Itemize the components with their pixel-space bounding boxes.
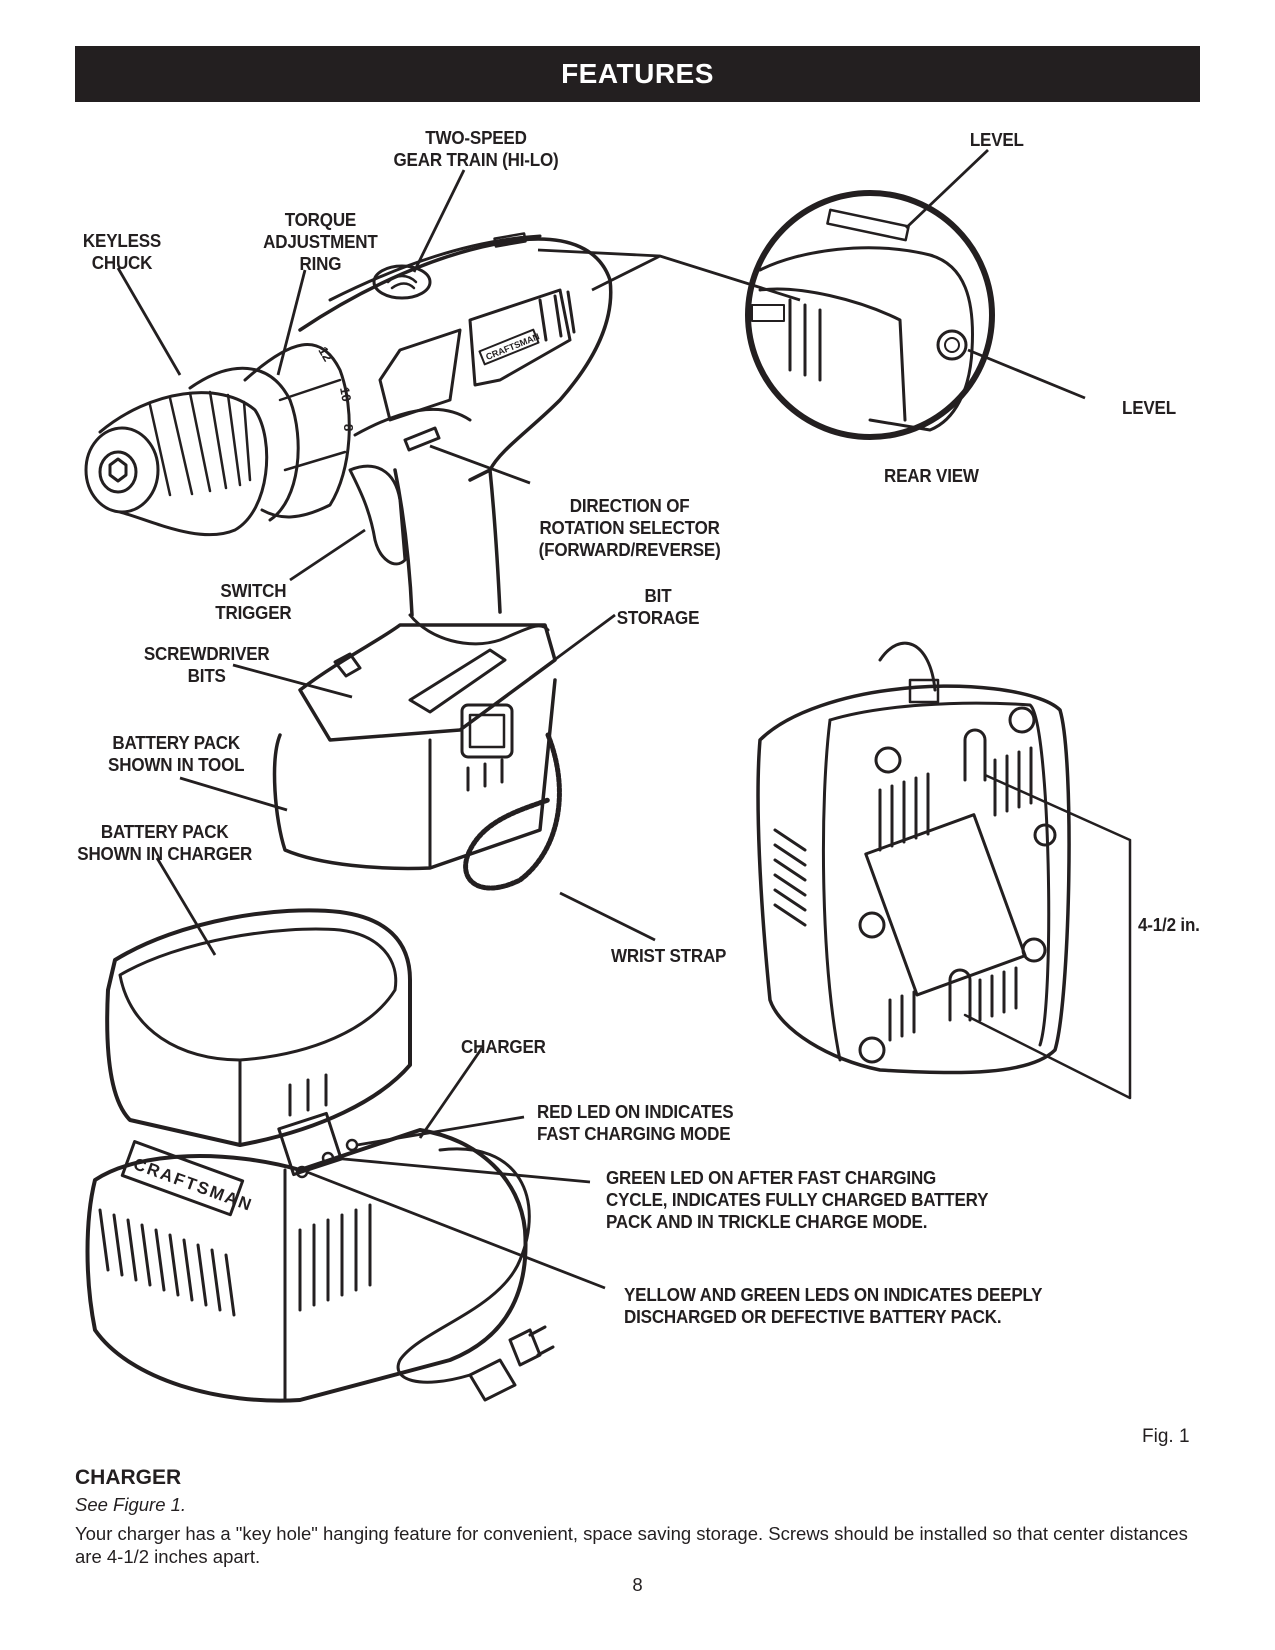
callout-switch-trigger: SWITCH TRIGGER bbox=[215, 580, 292, 623]
bit-storage-drawing bbox=[408, 648, 507, 714]
level-bubble-top-drawing bbox=[826, 208, 910, 242]
callout-level-top: LEVEL bbox=[969, 129, 1024, 150]
power-plug-drawing bbox=[468, 1328, 542, 1402]
screwdriver-bit-drawing bbox=[333, 652, 362, 678]
callout-screwdriver-bits: SCREWDRIVER BITS bbox=[143, 643, 270, 686]
battery-pack-in-tool-drawing bbox=[272, 678, 557, 871]
keyhole-bottom-drawing bbox=[948, 968, 972, 1022]
gear-selector-drawing bbox=[372, 264, 432, 300]
callout-torque-adjustment-ring: TORQUE ADJUSTMENT RING bbox=[263, 209, 378, 274]
battery-pack-in-charger-drawing bbox=[105, 908, 412, 1147]
trigger-drawing bbox=[348, 464, 407, 566]
drill-illustration: 12 10 8 CRAFTSMAN bbox=[84, 232, 613, 891]
red-led-drawing bbox=[345, 1138, 359, 1152]
page-title: FEATURES bbox=[561, 58, 714, 89]
wrist-strap-drawing bbox=[463, 732, 562, 891]
battery-plate-drawing bbox=[298, 623, 557, 742]
section-body-text: Your charger has a "key hole" hanging fe… bbox=[75, 1523, 1188, 1567]
callout-level-rear: LEVEL bbox=[1122, 397, 1176, 418]
callout-keyless-chuck: KEYLESS CHUCK bbox=[82, 230, 162, 273]
callout-green-led: GREEN LED ON AFTER FAST CHARGING CYCLE, … bbox=[606, 1167, 989, 1232]
charger-with-battery: CRAFTSMAN bbox=[85, 908, 555, 1403]
leader-lines bbox=[116, 148, 1086, 1290]
callout-yellow-green-leds: YELLOW AND GREEN LEDS ON INDICATES DEEPL… bbox=[624, 1284, 1043, 1327]
level-bubble-rear-drawing bbox=[936, 329, 968, 361]
keyhole-top-drawing bbox=[963, 728, 987, 782]
callout-bit-storage: BIT STORAGE bbox=[616, 585, 700, 628]
callout-red-led: RED LED ON INDICATES FAST CHARGING MODE bbox=[537, 1101, 734, 1144]
figure-reference: See Figure 1. bbox=[75, 1494, 187, 1515]
callout-rear-view: REAR VIEW bbox=[884, 465, 979, 486]
section-title: CHARGER bbox=[75, 1466, 182, 1489]
torque-mark-8: 8 bbox=[341, 424, 356, 431]
callout-battery-in-tool: BATTERY PACK SHOWN IN TOOL bbox=[108, 732, 245, 775]
figure-label: Fig. 1 bbox=[1142, 1426, 1190, 1447]
features-banner: FEATURES bbox=[75, 46, 1200, 102]
torque-mark-10: 10 bbox=[337, 386, 354, 403]
callout-two-speed-gear-train: TWO-SPEED GEAR TRAIN (HI-LO) bbox=[393, 127, 559, 170]
callout-charger: CHARGER bbox=[461, 1036, 546, 1057]
keyless-chuck-drawing bbox=[84, 366, 300, 537]
page-number: 8 bbox=[632, 1574, 643, 1595]
torque-ring-drawing: 12 10 8 bbox=[243, 343, 356, 519]
charger-bottom-view bbox=[756, 641, 1132, 1100]
rear-view-inset bbox=[745, 190, 995, 440]
power-cord-drawing bbox=[396, 1147, 531, 1384]
direction-selector-drawing bbox=[403, 426, 441, 452]
callout-wrist-strap: WRIST STRAP bbox=[611, 945, 727, 966]
callout-direction-selector: DIRECTION OF ROTATION SELECTOR (FORWARD/… bbox=[538, 495, 721, 560]
callout-dimension: 4-1/2 in. bbox=[1138, 914, 1200, 935]
torque-mark-12: 12 bbox=[315, 344, 335, 364]
callout-battery-in-charger: BATTERY PACK SHOWN IN CHARGER bbox=[77, 821, 253, 864]
charger-base-drawing bbox=[85, 1128, 528, 1403]
